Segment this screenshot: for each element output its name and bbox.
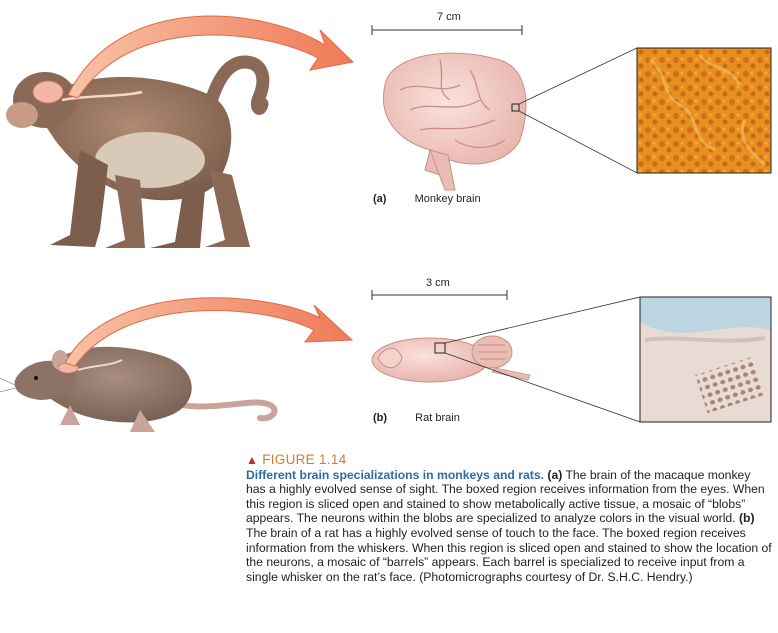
panel-b-label: (b) Rat brain <box>373 412 460 424</box>
scale-bar-7cm <box>371 25 523 35</box>
figure-number-text: FIGURE 1.14 <box>262 452 347 467</box>
figure-caption: ▲FIGURE 1.14 Different brain specializat… <box>246 452 772 585</box>
blob-micrograph <box>636 47 772 174</box>
panel-b-letter: (b) <box>373 412 388 424</box>
panel-a-letter: (a) <box>373 193 387 205</box>
scale-label-b: 3 cm <box>426 277 450 289</box>
figure-number: ▲FIGURE 1.14 <box>246 452 772 468</box>
caption-part-1: The brain of the macaque monkey has a hi… <box>246 467 765 526</box>
panel-b-name: Rat brain <box>415 412 460 424</box>
rat-brain <box>371 296 641 423</box>
caption-part-0: (a) <box>547 467 563 482</box>
caption-body: Different brain specializations in monke… <box>246 468 772 585</box>
barrel-micrograph <box>639 296 772 423</box>
rat-illustration <box>0 346 278 432</box>
figure-artwork <box>0 15 772 432</box>
caption-part-3: The brain of a rat has a highly evolved … <box>246 525 772 584</box>
scale-label-a: 7 cm <box>437 11 461 23</box>
caption-title: Different brain specializations in monke… <box>246 467 544 482</box>
triangle-icon: ▲ <box>246 453 259 467</box>
caption-part-2: (b) <box>738 511 755 526</box>
panel-a-name: Monkey brain <box>414 193 481 205</box>
arrow-rat-to-brain <box>64 297 354 367</box>
panel-a-label: (a) Monkey brain <box>373 193 481 205</box>
arrow-monkey-to-brain <box>67 15 355 99</box>
monkey-illustration <box>6 55 270 248</box>
scale-bar-3cm <box>371 290 508 300</box>
monkey-brain <box>383 47 638 191</box>
